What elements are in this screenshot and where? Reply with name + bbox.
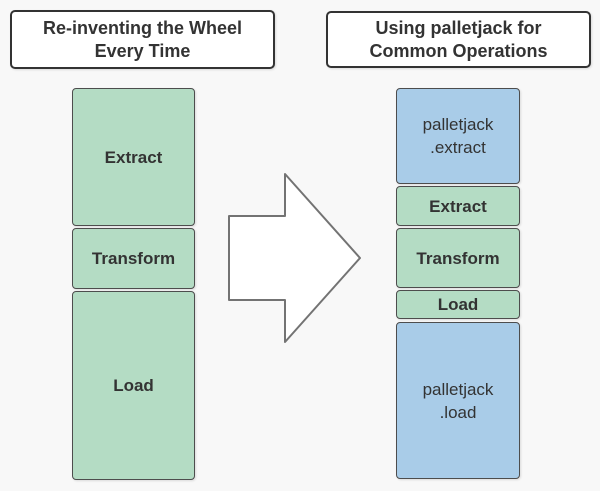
left-box-transform: Transform xyxy=(72,228,195,289)
left-box-extract: Extract xyxy=(72,88,195,226)
right-box-palletjack-load: palletjack .load xyxy=(396,322,520,479)
left-box-load: Load xyxy=(72,291,195,480)
right-box-extract: Extract xyxy=(396,186,520,226)
right-panel-title: Using palletjack for Common Operations xyxy=(326,11,591,68)
right-box-transform: Transform xyxy=(396,228,520,288)
left-panel-title: Re-inventing the Wheel Every Time xyxy=(10,10,275,69)
right-box-load: Load xyxy=(396,290,520,319)
right-arrow-icon xyxy=(228,173,361,343)
right-box-palletjack-extract: palletjack .extract xyxy=(396,88,520,184)
